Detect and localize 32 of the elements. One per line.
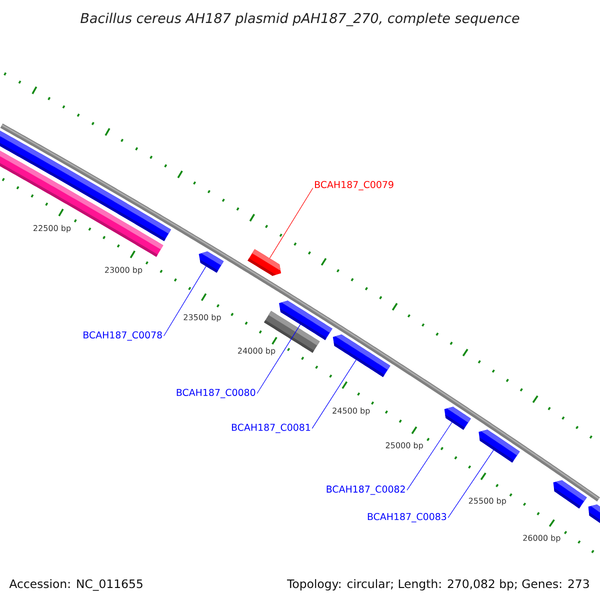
leader-line (256, 324, 301, 394)
gene-block (478, 430, 520, 463)
footer-text: Accession: NC_011655 (9, 579, 142, 591)
gene-label: BCAH187_C0083 (368, 513, 446, 522)
tick-label: 22500 bp (34, 224, 71, 233)
tick-label: 23500 bp (184, 314, 221, 322)
gene-block (279, 300, 332, 340)
tick-label: 23000 bp (105, 266, 142, 274)
gene-block (248, 249, 282, 276)
tick-label: 26000 bp (523, 534, 560, 542)
leader-line (312, 360, 356, 429)
leader-line (163, 266, 206, 336)
footer-text: Topology: circular; Length: 270,082 bp; Genes: 273 (287, 579, 589, 590)
gene-block (0, 150, 164, 257)
tick-label: 25500 bp (468, 498, 506, 506)
tick-label: 24500 bp (332, 408, 370, 416)
tick-label: 25000 bp (386, 442, 423, 450)
tick-label: 24000 bp (238, 348, 276, 356)
gene-label: BCAH187_C0081 (232, 424, 310, 434)
gene-block (588, 504, 600, 524)
gene-label: BCAH187_C0079 (315, 181, 394, 190)
leader-line (448, 450, 494, 518)
gene-block (198, 251, 224, 273)
gene-label: BCAH187_C0082 (326, 486, 405, 495)
gene-block (553, 480, 587, 509)
leader-line (406, 422, 452, 490)
title: Bacillus cereus AH187 plasmid pAH187_270, complete sequence (80, 12, 520, 26)
gene-label: BCAH187_C0078 (84, 331, 162, 341)
gene-label: BCAH187_C0080 (176, 388, 256, 398)
gene-block (332, 334, 390, 378)
gene-block (444, 406, 471, 430)
leader-line (269, 188, 314, 259)
